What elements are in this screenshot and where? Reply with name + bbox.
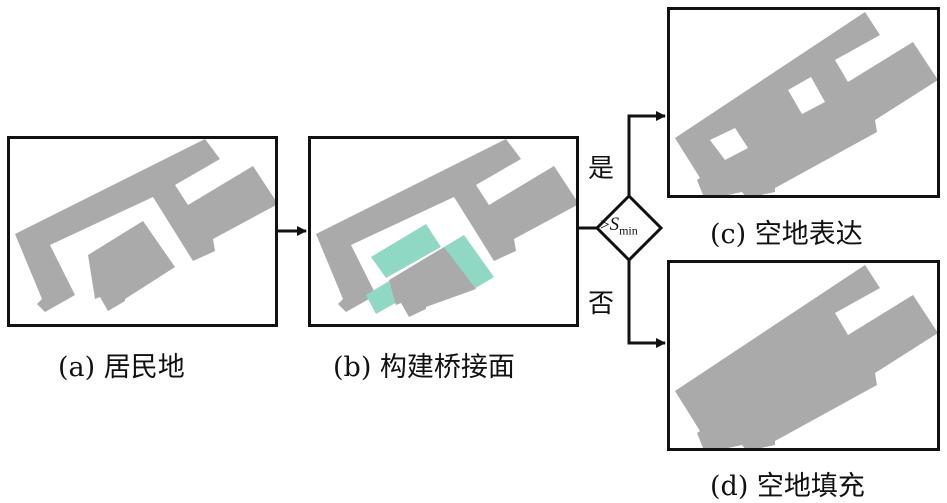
caption-d: (d) 空地填充 — [710, 471, 865, 502]
open-space-map — [675, 12, 937, 195]
caption-a: (a) 居民地 — [58, 352, 185, 383]
decision-condition: >Smin — [600, 214, 638, 238]
no-label: 否 — [588, 289, 615, 319]
building-block — [88, 221, 175, 311]
building-main — [15, 139, 275, 312]
caption-b: (b) 构建桥接面 — [333, 352, 515, 383]
building-main — [316, 139, 576, 312]
arrow-yes-to-c — [627, 111, 666, 196]
building-merged-with-holes — [675, 12, 937, 195]
panel-a-residential — [7, 136, 278, 327]
building-block — [389, 247, 476, 317]
panel-c-open-space — [667, 7, 940, 198]
bridge-surface-left — [366, 281, 399, 314]
arrow-no-to-d — [627, 260, 666, 348]
condition-var: S — [609, 214, 620, 235]
condition-prefix: > — [600, 215, 610, 234]
bridge-surface-top — [371, 224, 441, 278]
bridge-surface-right — [444, 235, 494, 289]
bridge-map — [316, 139, 576, 317]
filled-map — [675, 265, 937, 448]
panel-b-bridge — [308, 136, 579, 327]
caption-c: (c) 空地表达 — [710, 219, 863, 250]
condition-sub: min — [619, 223, 638, 238]
residential-map — [15, 139, 275, 312]
panel-d-filled — [667, 260, 940, 451]
yes-label: 是 — [588, 154, 615, 184]
building-filled — [675, 265, 937, 448]
